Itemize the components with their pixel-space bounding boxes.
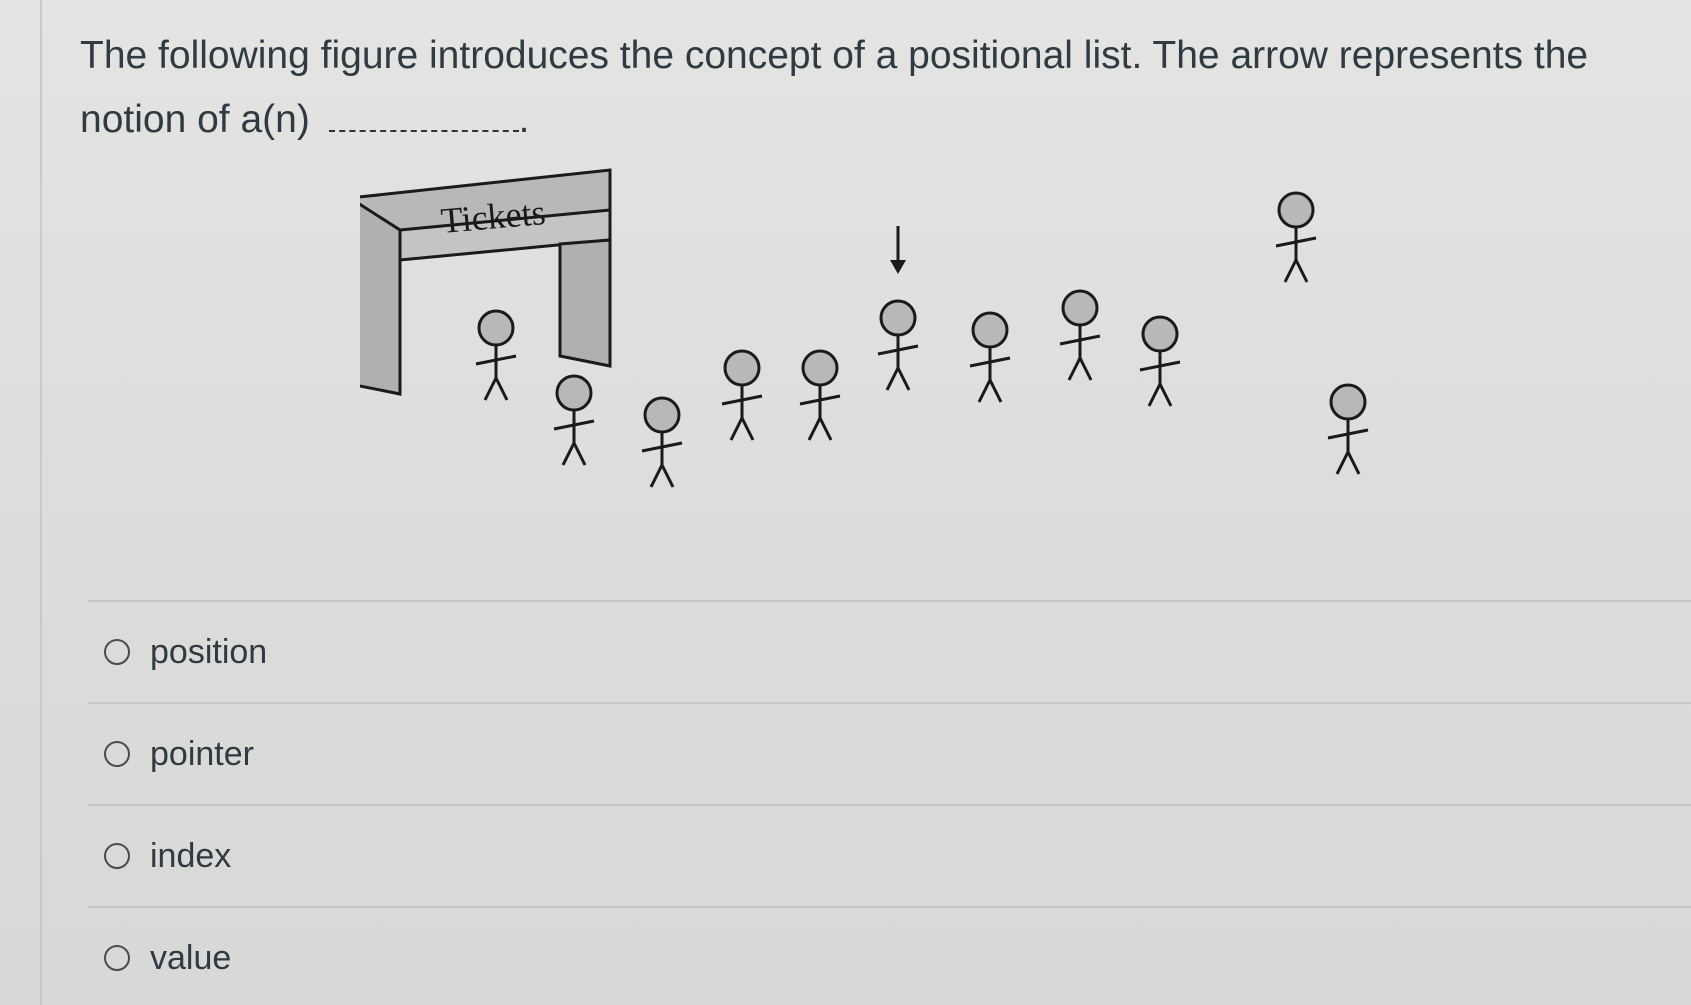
person-figure [969,311,1011,403]
person-figure [1275,191,1317,283]
person-figure [1139,315,1181,407]
answer-option-index[interactable]: index [88,804,1691,906]
person-figure [553,374,595,466]
person-figure [475,309,517,401]
radio-button[interactable] [104,639,130,665]
answer-option-value[interactable]: value [88,906,1691,1005]
answer-label: value [150,938,232,977]
positional-list-figure: Tickets [360,168,1369,488]
answer-options: position pointer index value [88,600,1691,1005]
person-figure [799,349,841,441]
arrow-icon [890,226,906,274]
answer-blank [328,100,519,132]
answer-label: position [150,632,268,671]
radio-button[interactable] [104,741,130,767]
question-text: The following figure introduces the conc… [80,24,1670,152]
left-divider [40,0,42,1005]
question-prompt: The following figure introduces the conc… [80,34,1589,141]
answer-option-pointer[interactable]: pointer [88,702,1691,804]
person-figure [641,396,683,488]
booth-sign: Tickets [439,192,547,241]
answer-label: index [150,836,232,875]
queue-people [475,191,1369,488]
answer-label: pointer [150,734,254,773]
person-figure [1059,289,1101,381]
person-figure [1327,383,1369,475]
answer-option-position[interactable]: position [88,600,1691,702]
question-terminal: . [518,98,530,141]
radio-button[interactable] [104,945,130,971]
person-figure [721,349,763,441]
ticket-booth: Tickets [360,168,612,396]
radio-button[interactable] [104,843,130,869]
person-figure [877,299,919,391]
